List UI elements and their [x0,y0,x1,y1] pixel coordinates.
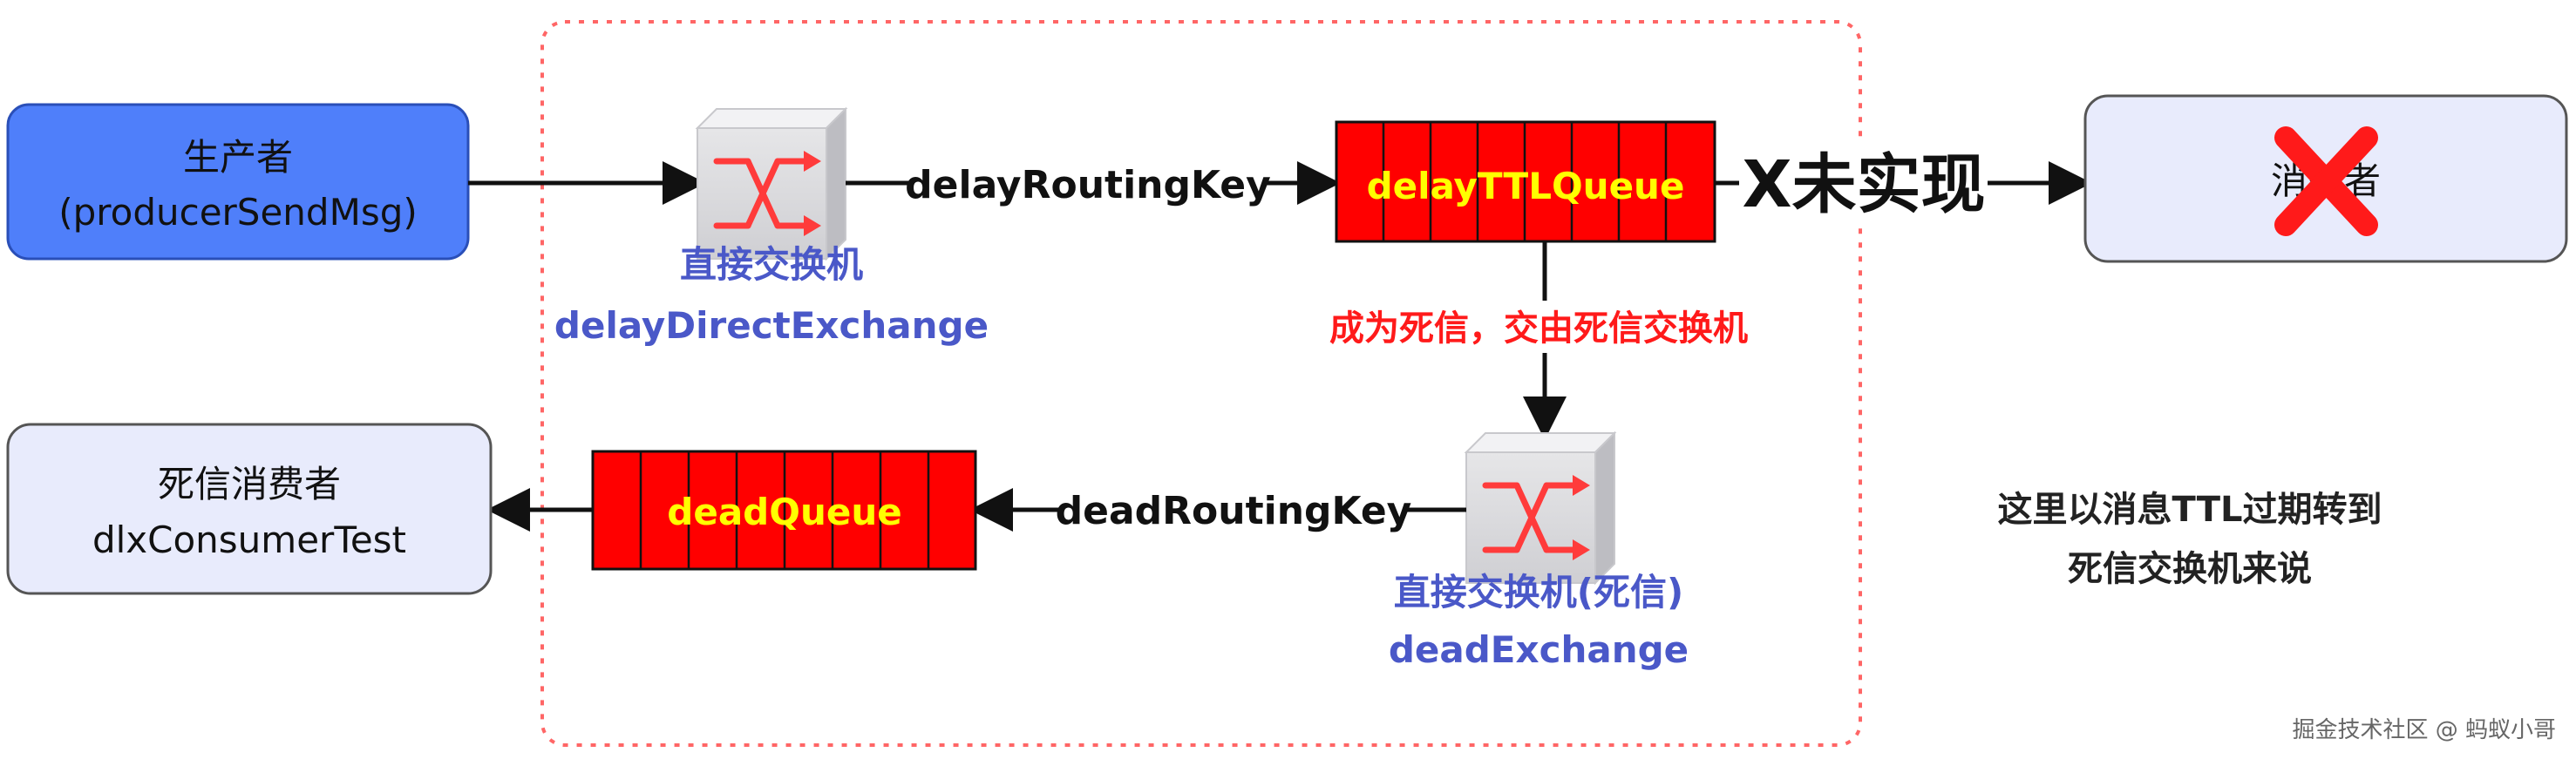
dead-queue: deadQueue [591,450,977,571]
dlx-consumer-box: 死信消费者 dlxConsumerTest [6,423,493,595]
note-line-2: 死信交换机来说 [2068,549,2312,589]
producer-method: (producerSendMsg) [58,191,418,234]
note-line-1: 这里以消息TTL过期转到 [1998,490,2382,530]
delay-ttl-queue: delayTTLQueue [1335,120,1716,243]
exchange1-name-cn: 直接交换机 [680,243,863,286]
exchange2-name-cn: 直接交换机(死信) [1394,571,1683,613]
exchange1-name-en: delayDirectExchange [554,304,989,347]
producer-title: 生产者 [183,136,293,179]
delay-queue-label: delayTTLQueue [1367,165,1685,207]
not-implemented-label: X未实现 [1742,147,1985,222]
producer-box: 生产者 (producerSendMsg) [6,103,470,261]
dlx-consumer-title: 死信消费者 [158,463,341,505]
exchange-queue-boundary [540,20,1862,747]
exchange-icon [1464,430,1617,586]
dead-queue-label: deadQueue [667,491,901,533]
routing-key-2: deadRoutingKey [1056,489,1412,533]
red-x-icon [2274,126,2378,236]
exchange2-name-en: deadExchange [1389,628,1689,671]
watermark: 掘金技术社区 @ 蚂蚁小哥 [2292,717,2556,743]
exchange-icon [695,106,848,261]
routing-key-1: delayRoutingKey [905,163,1271,207]
dlx-consumer-class: dlxConsumerTest [92,519,406,561]
dead-letter-description: 成为死信，交由死信交换机 [1329,308,1748,349]
